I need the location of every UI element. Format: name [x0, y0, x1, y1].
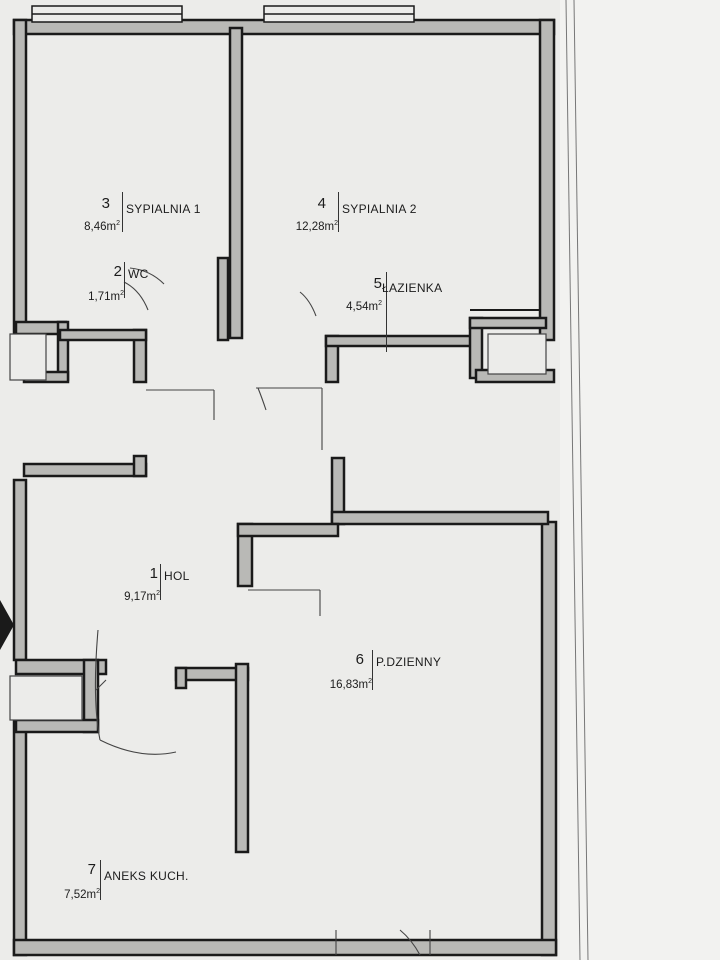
label-divider — [372, 650, 373, 690]
room-number: 6 — [355, 651, 364, 668]
entrance-marker — [0, 600, 14, 650]
label-divider — [338, 192, 339, 232]
room-name: SYPIALNIA 1 — [126, 202, 201, 216]
label-divider — [386, 272, 387, 352]
room-name: ŁAZIENKA — [382, 281, 443, 295]
room-number: 3 — [101, 195, 110, 212]
label-divider — [160, 564, 161, 600]
room-number: 1 — [149, 565, 158, 582]
room-area: 9,17m2 — [124, 590, 160, 603]
top-windows — [31, 5, 415, 23]
room-name: HOL — [164, 569, 190, 583]
page-edge-lines — [565, 0, 589, 960]
room-name: P.DZIENNY — [376, 655, 442, 669]
room-number: 7 — [87, 861, 96, 878]
room-area: 16,83m2 — [329, 678, 372, 691]
room-number: 5 — [373, 275, 382, 292]
label-divider — [124, 262, 125, 298]
room-area: 8,46m2 — [84, 220, 120, 233]
room-name: SYPIALNIA 2 — [342, 202, 417, 216]
room-number: 4 — [317, 195, 326, 212]
door-swings — [94, 267, 431, 956]
side-window-boxes — [9, 333, 547, 721]
room-area: 12,28m2 — [295, 220, 338, 233]
room-area: 4,54m2 — [346, 300, 382, 313]
room-area: 7,52m2 — [64, 888, 100, 901]
exterior-walls — [12, 18, 558, 957]
label-divider — [122, 192, 123, 232]
interior-walls — [14, 26, 556, 854]
label-divider — [100, 860, 101, 900]
room-area: 1,71m2 — [88, 290, 124, 303]
room-number: 2 — [113, 263, 122, 280]
room-name: WC — [128, 267, 149, 281]
room-name: ANEKS KUCH. — [104, 869, 189, 883]
